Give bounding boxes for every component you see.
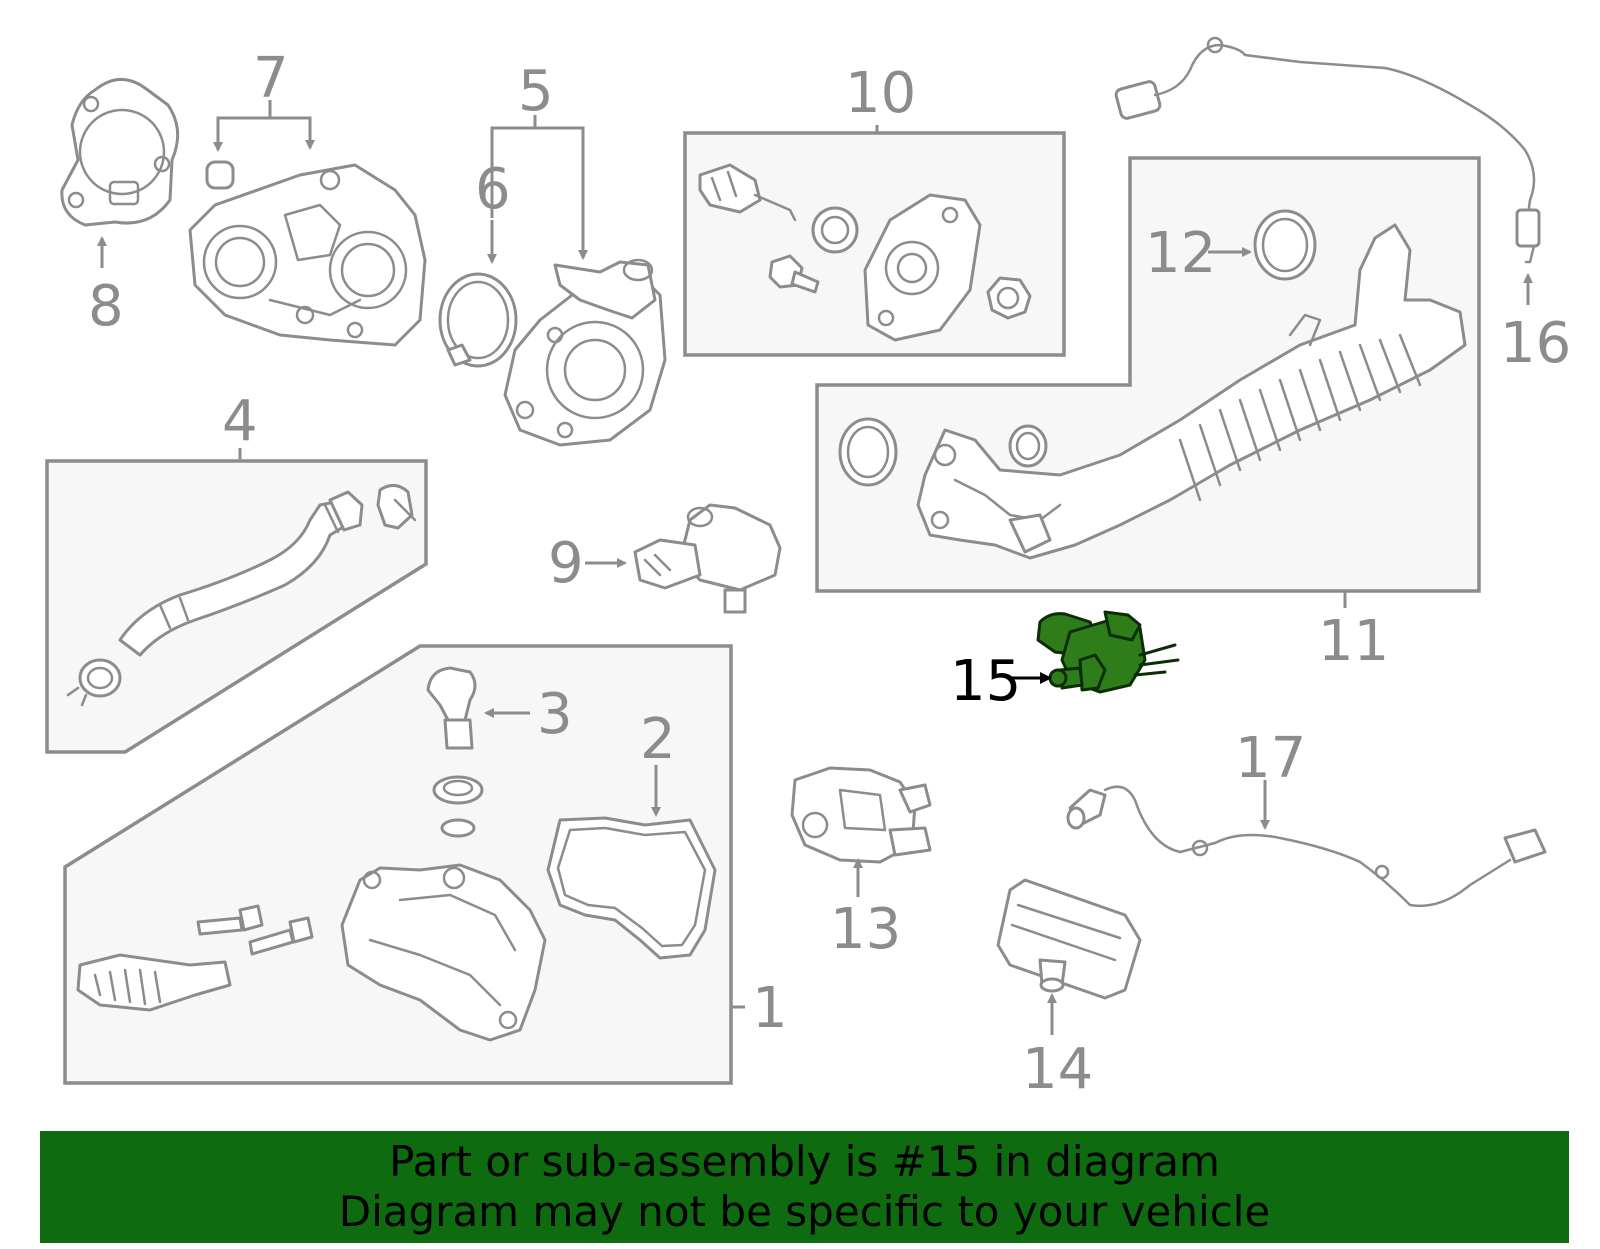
- hose-part-4[interactable]: [66, 484, 417, 707]
- footer-line-1: Part or sub-assembly is #15 in diagram: [389, 1137, 1220, 1186]
- ring-part-12[interactable]: [1253, 209, 1317, 281]
- callout-labels: 7 8 5 6 10 12 16 11 9 4 3 2 1 13 14 17 1…: [88, 46, 1571, 1102]
- callout-2[interactable]: 2: [640, 707, 676, 772]
- callout-6[interactable]: 6: [475, 157, 511, 222]
- callout-14[interactable]: 14: [1022, 1037, 1093, 1102]
- cover-part-1[interactable]: [340, 863, 547, 1042]
- callout-17[interactable]: 17: [1235, 726, 1306, 791]
- bracket-part-1c[interactable]: [76, 953, 232, 1012]
- sensor-part-10a[interactable]: [698, 163, 797, 222]
- vacuum-pump-part-5[interactable]: [503, 258, 667, 447]
- oxygen-sensor-part-17[interactable]: [1066, 785, 1547, 907]
- leader-lines: [97, 100, 1533, 1035]
- group-box-1: [63, 644, 733, 1085]
- callout-5[interactable]: 5: [518, 59, 554, 124]
- callout-4[interactable]: 4: [222, 389, 258, 454]
- module-part-14[interactable]: [996, 878, 1142, 1000]
- solenoid-part-15-highlighted[interactable]: [1036, 610, 1180, 694]
- callout-7[interactable]: 7: [253, 46, 289, 111]
- seal-ring-part-10b[interactable]: [811, 206, 859, 254]
- footer-line-2: Diagram may not be specific to your vehi…: [338, 1187, 1271, 1236]
- callout-8[interactable]: 8: [88, 274, 124, 339]
- bolt-part-1a[interactable]: [196, 904, 264, 936]
- callout-9[interactable]: 9: [548, 531, 584, 596]
- throttle-body-part-7[interactable]: [188, 160, 427, 347]
- callout-10[interactable]: 10: [845, 61, 916, 126]
- callout-15[interactable]: 15: [950, 649, 1021, 714]
- callout-16[interactable]: 16: [1500, 311, 1571, 376]
- valve-part-13[interactable]: [790, 766, 932, 864]
- bolt-part-1b[interactable]: [248, 916, 314, 956]
- bolt-part-10c[interactable]: [768, 254, 820, 294]
- o-ring-part-6[interactable]: [438, 272, 518, 368]
- footer-banner: Part or sub-assembly is #15 in diagram D…: [40, 1131, 1569, 1243]
- pcv-valve-part-3[interactable]: [426, 666, 484, 838]
- oxygen-sensor-part-16[interactable]: [1114, 36, 1541, 264]
- flange-part-10d[interactable]: [863, 193, 982, 342]
- map-sensor-part-9[interactable]: [633, 503, 782, 614]
- nut-part-10e[interactable]: [986, 276, 1032, 320]
- callout-12[interactable]: 12: [1145, 221, 1216, 286]
- cover-gasket-part-2[interactable]: [546, 816, 717, 960]
- callout-13[interactable]: 13: [830, 897, 901, 962]
- callout-3[interactable]: 3: [537, 682, 573, 747]
- egr-cooler-part-11[interactable]: [838, 223, 1467, 560]
- callout-1[interactable]: 1: [752, 976, 788, 1041]
- callout-11[interactable]: 11: [1318, 609, 1389, 674]
- gasket-part-8[interactable]: [60, 78, 180, 227]
